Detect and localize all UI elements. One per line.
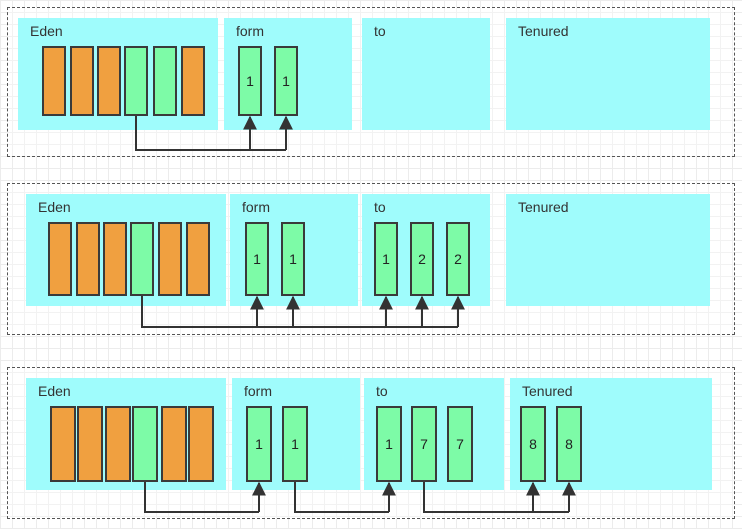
from-survivor-region-label: form — [242, 199, 270, 215]
from-object-block: 1 — [246, 406, 272, 482]
from-object-block: 1 — [238, 46, 262, 116]
object-age-label: 8 — [565, 436, 573, 452]
eden-object-block — [132, 406, 158, 482]
eden-object-block — [181, 46, 205, 116]
from-object-block: 1 — [281, 222, 305, 296]
eden-object-block — [153, 46, 177, 116]
tenured-region-label: Tenured — [518, 199, 569, 215]
from-object-block: 1 — [245, 222, 269, 296]
eden-object-block — [48, 222, 72, 296]
object-age-label: 1 — [253, 251, 261, 267]
object-age-label: 7 — [420, 436, 428, 452]
eden-object-block — [97, 46, 121, 116]
to-survivor-region-label: to — [376, 383, 388, 399]
eden-object-block — [77, 406, 103, 482]
to-object-block: 7 — [411, 406, 437, 482]
eden-object-block — [158, 222, 182, 296]
eden-object-block — [103, 222, 127, 296]
to-survivor-region-label: to — [374, 23, 386, 39]
object-age-label: 1 — [282, 73, 290, 89]
to-survivor-region: to — [362, 18, 490, 130]
eden-object-block — [70, 46, 94, 116]
copy-connector-line — [423, 482, 569, 513]
object-age-label: 1 — [385, 436, 393, 452]
to-object-block: 2 — [410, 222, 434, 296]
eden-object-block — [188, 406, 214, 482]
from-object-block: 1 — [282, 406, 308, 482]
object-age-label: 8 — [529, 436, 537, 452]
object-age-label: 7 — [456, 436, 464, 452]
eden-region-label: Eden — [30, 23, 63, 39]
eden-object-block — [105, 406, 131, 482]
from-survivor-region-label: form — [236, 23, 264, 39]
copy-connector-line — [144, 482, 259, 513]
object-age-label: 2 — [454, 251, 462, 267]
tenured-region-label: Tenured — [522, 383, 573, 399]
copy-connector-line — [294, 482, 389, 513]
object-age-label: 1 — [291, 436, 299, 452]
eden-region-label: Eden — [38, 383, 71, 399]
ten-object-block: 8 — [556, 406, 582, 482]
to-object-block: 1 — [374, 222, 398, 296]
copy-connector-line — [141, 296, 458, 328]
to-object-block: 2 — [446, 222, 470, 296]
from-object-block: 1 — [274, 46, 298, 116]
eden-object-block — [124, 46, 148, 116]
eden-object-block — [76, 222, 100, 296]
eden-object-block — [50, 406, 76, 482]
to-object-block: 7 — [447, 406, 473, 482]
eden-object-block — [130, 222, 154, 296]
to-survivor-region-label: to — [374, 199, 386, 215]
ten-object-block: 8 — [520, 406, 546, 482]
tenured-region: Tenured — [506, 194, 710, 306]
eden-object-block — [186, 222, 210, 296]
tenured-region: Tenured — [506, 18, 710, 130]
object-age-label: 2 — [418, 251, 426, 267]
object-age-label: 1 — [246, 73, 254, 89]
tenured-region-label: Tenured — [518, 23, 569, 39]
object-age-label: 1 — [289, 251, 297, 267]
to-object-block: 1 — [376, 406, 402, 482]
from-survivor-region-label: form — [244, 383, 272, 399]
eden-object-block — [161, 406, 187, 482]
object-age-label: 1 — [382, 251, 390, 267]
eden-object-block — [42, 46, 66, 116]
copy-connector-line — [135, 116, 286, 151]
eden-region-label: Eden — [38, 199, 71, 215]
object-age-label: 1 — [255, 436, 263, 452]
